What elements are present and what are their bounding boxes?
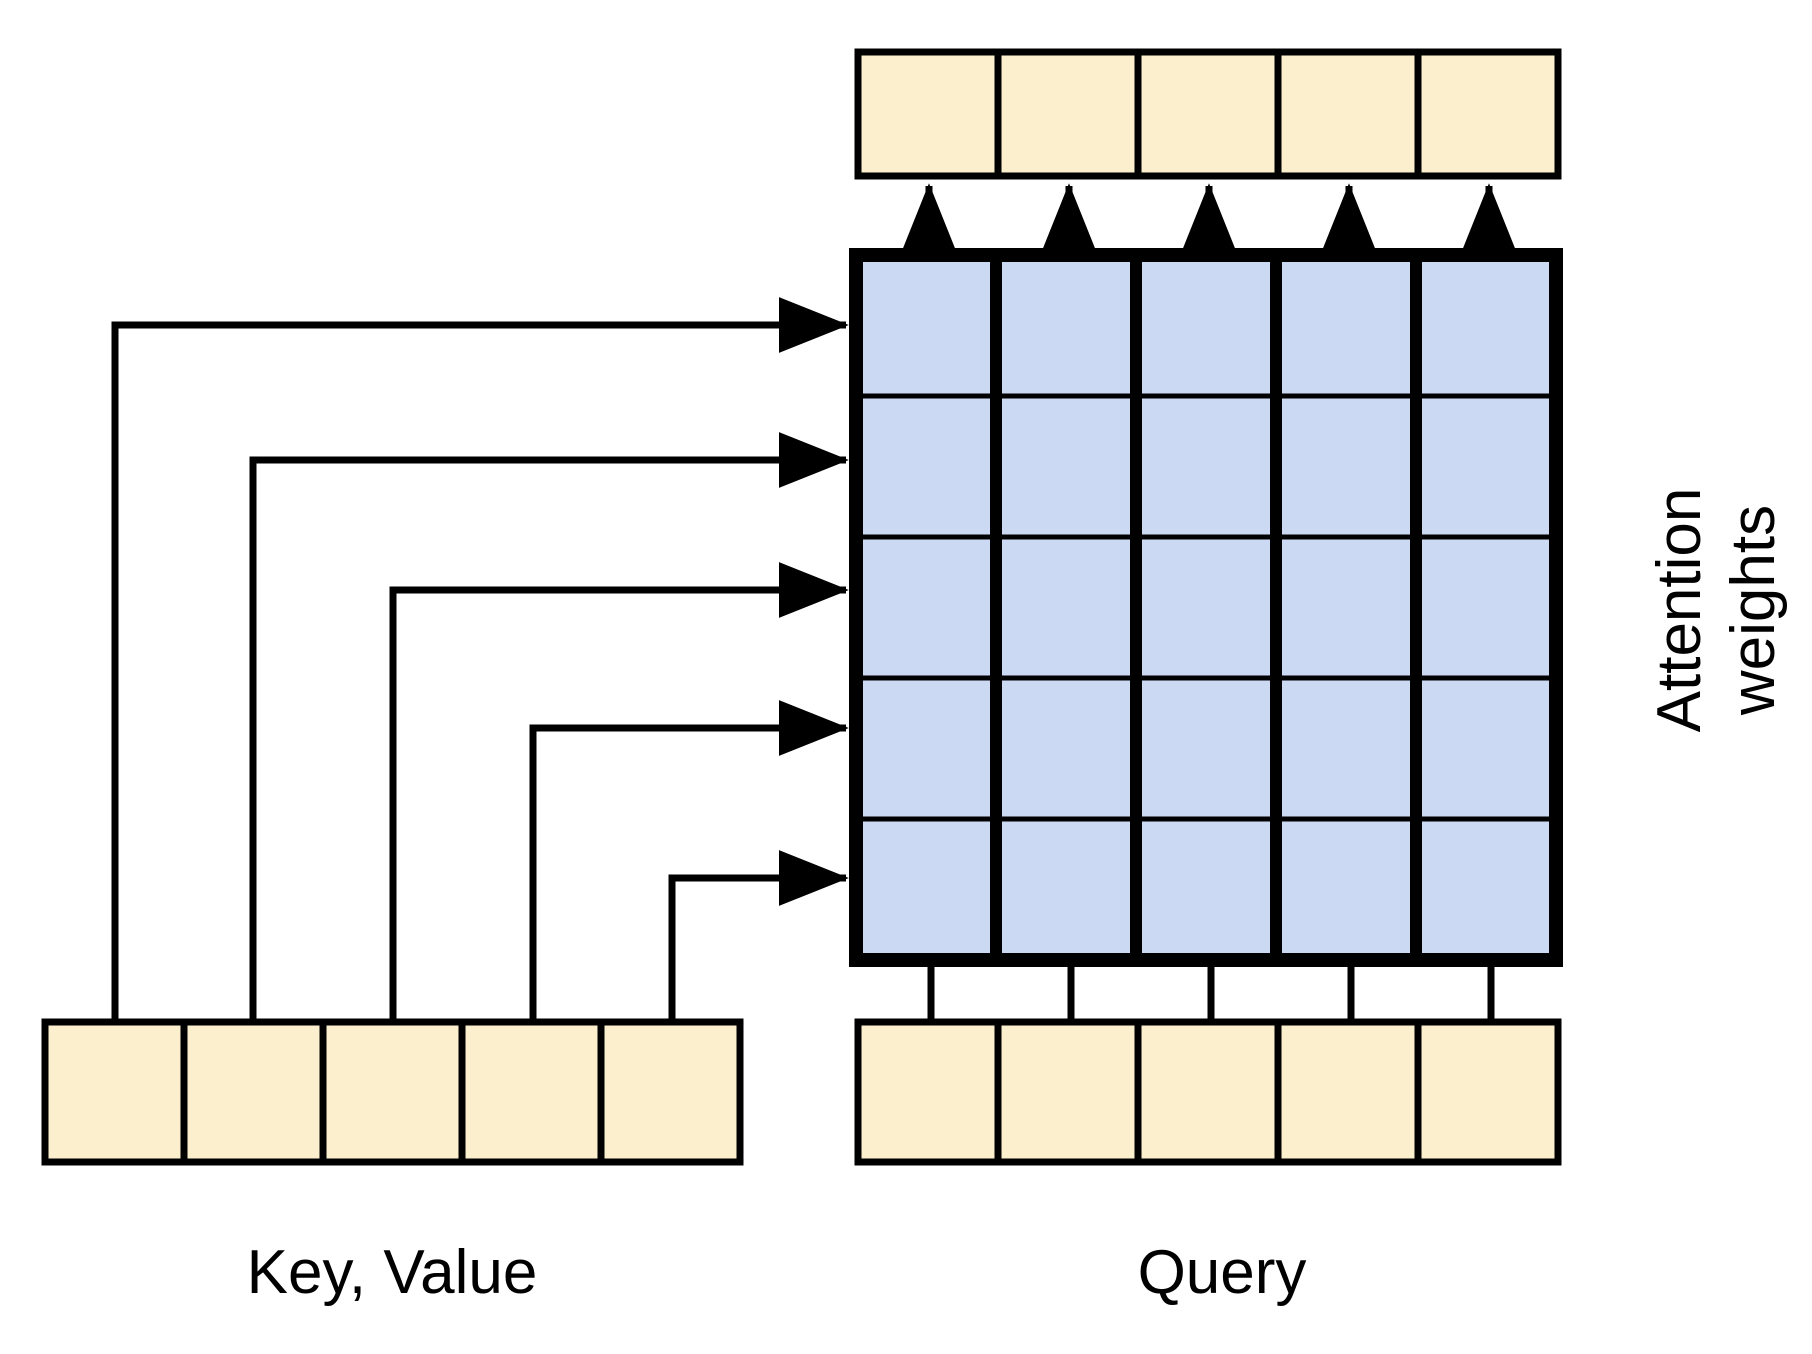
key-value-cell[interactable] (597, 1018, 744, 1166)
attention-weights-line-2: weights (1719, 505, 1788, 716)
matrix-cell[interactable] (1416, 537, 1556, 678)
key-value-cell[interactable] (180, 1018, 327, 1166)
matrix-cell[interactable] (996, 537, 1136, 678)
matrix-cell[interactable] (996, 678, 1136, 819)
query-cell[interactable] (1274, 1018, 1422, 1166)
query-row (854, 1018, 1562, 1166)
query-cell[interactable] (1414, 1018, 1562, 1166)
query-cell[interactable] (994, 1018, 1142, 1166)
output-cell[interactable] (1414, 48, 1562, 180)
matrix-cell[interactable] (1136, 819, 1276, 960)
kv-connector-1 (111, 297, 849, 1020)
matrix-cell[interactable] (1276, 819, 1416, 960)
query-cell[interactable] (854, 1018, 1002, 1166)
matrix-cell[interactable] (996, 255, 1136, 396)
key-value-label: Key, Value (247, 1238, 538, 1307)
matrix-cell[interactable] (1136, 255, 1276, 396)
matrix-cell[interactable] (856, 537, 996, 678)
matrix-cell[interactable] (1136, 396, 1276, 537)
query-label: Query (1138, 1238, 1307, 1307)
kv-connector-4 (529, 700, 849, 1020)
attention-weights-line-1: Attention (1645, 488, 1714, 733)
query-to-matrix-connectors (927, 962, 1495, 1022)
kv-connector-3 (389, 562, 849, 1020)
matrix-cell[interactable] (1416, 255, 1556, 396)
matrix-row-gridlines (856, 393, 1556, 822)
key-value-cell[interactable] (319, 1018, 466, 1166)
matrix-col-gridlines (990, 255, 1422, 960)
output-cell[interactable] (994, 48, 1142, 180)
matrix-cell[interactable] (856, 678, 996, 819)
matrix-cell[interactable] (1276, 537, 1416, 678)
matrix-cell[interactable] (1276, 396, 1416, 537)
key-value-cell[interactable] (458, 1018, 605, 1166)
key-value-to-matrix-connectors (111, 297, 849, 1020)
matrix-cell[interactable] (856, 819, 996, 960)
matrix-cell[interactable] (1416, 678, 1556, 819)
output-cell[interactable] (1274, 48, 1422, 180)
kv-connector-5 (668, 850, 849, 1020)
matrix-cell[interactable] (1416, 819, 1556, 960)
matrix-cell[interactable] (1136, 678, 1276, 819)
key-value-cell[interactable] (41, 1018, 188, 1166)
output-cell[interactable] (1134, 48, 1282, 180)
key-value-row (41, 1018, 744, 1166)
matrix-cell[interactable] (1276, 678, 1416, 819)
matrix-cell[interactable] (1416, 396, 1556, 537)
matrix-cell[interactable] (856, 255, 996, 396)
attention-weight-matrix[interactable] (849, 248, 1563, 967)
matrix-cell[interactable] (856, 396, 996, 537)
matrix-outer-border (849, 248, 1563, 967)
query-cell[interactable] (1134, 1018, 1282, 1166)
matrix-cell[interactable] (1276, 255, 1416, 396)
output-cell[interactable] (854, 48, 1002, 180)
attention-weights-label: Attention weights (1645, 488, 1788, 733)
matrix-cell[interactable] (996, 819, 1136, 960)
matrix-cell[interactable] (996, 396, 1136, 537)
kv-connector-2 (249, 432, 849, 1020)
output-row (854, 48, 1562, 180)
matrix-cell[interactable] (1136, 537, 1276, 678)
matrix-to-output-arrows (901, 183, 1517, 255)
